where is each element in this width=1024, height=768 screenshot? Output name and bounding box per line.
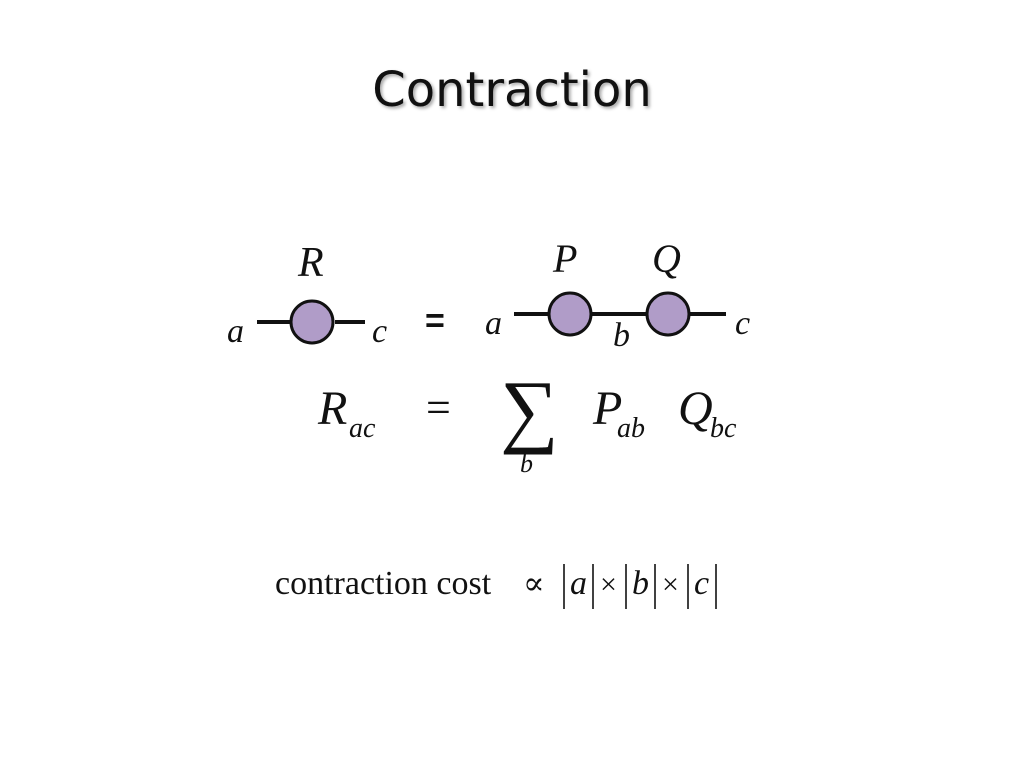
equation-equals: = <box>426 383 451 432</box>
factor-p-symbol: P <box>592 382 622 435</box>
tensor-node-r <box>289 299 335 345</box>
tensor-label-q: Q <box>652 236 681 281</box>
tensor-label-r: R <box>297 240 324 286</box>
index-label-b: b <box>613 317 630 354</box>
dimension-b: b <box>632 565 649 602</box>
times-symbol-1: × <box>600 568 617 601</box>
factor-p-subscript: ab <box>617 413 645 444</box>
dimension-c: c <box>694 565 709 602</box>
tensor-label-p: P <box>552 236 577 281</box>
slide-title: Contraction <box>372 62 652 118</box>
summation-index: b <box>520 449 533 478</box>
factor-q-subscript: bc <box>710 413 737 444</box>
dimension-a: a <box>570 565 587 602</box>
times-symbol-2: × <box>662 568 679 601</box>
tensor-node-q <box>645 291 691 337</box>
diagram-equals-sign: = <box>425 302 445 340</box>
factor-q-symbol: Q <box>678 382 713 435</box>
left-tensor-diagram: R a c <box>227 240 387 350</box>
proportional-symbol: ∝ <box>523 565 545 601</box>
index-label-a-right: a <box>485 305 502 342</box>
right-tensor-diagram: P Q a b c <box>485 236 750 354</box>
index-label-c-right: c <box>735 305 750 342</box>
contraction-cost: contraction cost ∝ a × b × c <box>275 564 717 609</box>
equation-lhs-symbol: R <box>317 382 347 435</box>
summation-symbol: ∑ <box>500 364 558 455</box>
equation-lhs-subscript: ac <box>349 413 376 444</box>
index-label-a-left: a <box>227 313 244 350</box>
cost-text: contraction cost <box>275 565 492 602</box>
tensor-node-p <box>547 291 593 337</box>
contraction-equation: R ac = ∑ b P ab Q bc <box>317 364 737 478</box>
index-label-c-left: c <box>372 313 387 350</box>
